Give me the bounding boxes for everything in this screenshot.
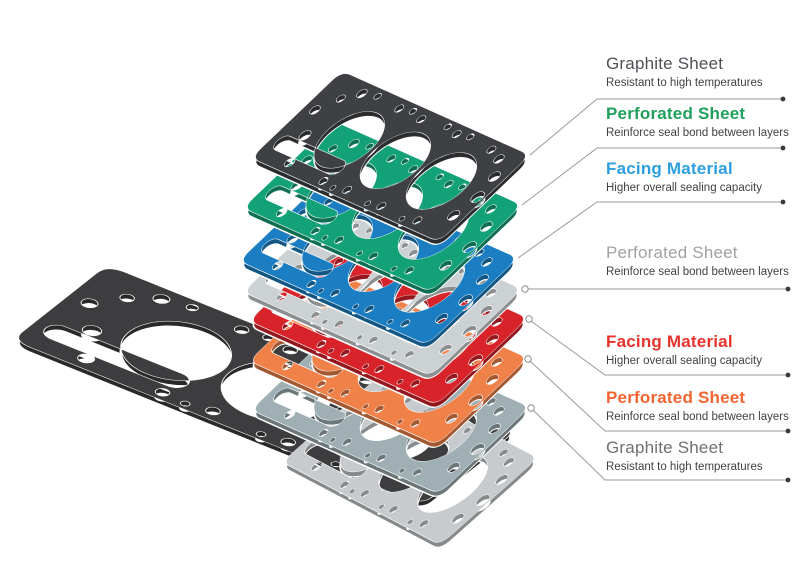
leader-line <box>521 147 783 206</box>
leader-anchor-ring <box>525 315 533 323</box>
leader-dot <box>780 199 786 205</box>
label-perforated-orange: Perforated Sheet Reinforce seal bond bet… <box>606 388 796 425</box>
leader-dot <box>785 477 791 483</box>
leader-dot <box>785 428 791 434</box>
leader-line <box>529 98 783 156</box>
leader-anchor-ring <box>524 355 532 363</box>
leader-anchor-rings <box>521 285 535 412</box>
label-facing-blue: Facing Material Higher overall sealing c… <box>606 159 796 196</box>
label-desc: Resistant to high temperatures <box>606 77 763 89</box>
leader-dot <box>780 145 786 151</box>
label-title: Perforated Sheet <box>606 243 738 262</box>
leader-lines <box>517 96 791 483</box>
label-perforated-green: Perforated Sheet Reinforce seal bond bet… <box>606 104 796 141</box>
label-desc: Higher overall sealing capacity <box>606 355 762 367</box>
label-desc: Resistant to high temperatures <box>606 461 763 473</box>
leader-line <box>530 320 788 376</box>
label-desc: Higher overall sealing capacity <box>606 182 762 194</box>
leader-line <box>532 409 788 481</box>
leader-dot <box>780 96 786 102</box>
label-title: Graphite Sheet <box>606 54 724 73</box>
label-desc: Reinforce seal bond between layers <box>606 411 789 423</box>
leader-dots <box>780 96 791 483</box>
label-graphite-bottom: Graphite Sheet Resistant to high tempera… <box>606 438 796 475</box>
leader-anchor-ring <box>521 285 529 293</box>
label-desc: Reinforce seal bond between layers <box>606 266 789 278</box>
label-perforated-gray: Perforated Sheet Reinforce seal bond bet… <box>606 243 796 280</box>
label-graphite-top: Graphite Sheet Resistant to high tempera… <box>606 54 796 91</box>
leader-dot <box>785 286 791 292</box>
label-title: Facing Material <box>606 332 733 351</box>
gasket-sheets <box>10 70 539 551</box>
label-facing-red: Facing Material Higher overall sealing c… <box>606 332 796 369</box>
leader-line <box>517 201 783 259</box>
label-desc: Reinforce seal bond between layers <box>606 127 789 139</box>
label-title: Facing Material <box>606 159 733 178</box>
leader-line <box>529 360 788 432</box>
label-title: Graphite Sheet <box>606 438 724 457</box>
label-title: Perforated Sheet <box>606 104 746 123</box>
leader-anchor-ring <box>527 404 535 412</box>
leader-dot <box>785 372 791 378</box>
label-title: Perforated Sheet <box>606 388 746 407</box>
